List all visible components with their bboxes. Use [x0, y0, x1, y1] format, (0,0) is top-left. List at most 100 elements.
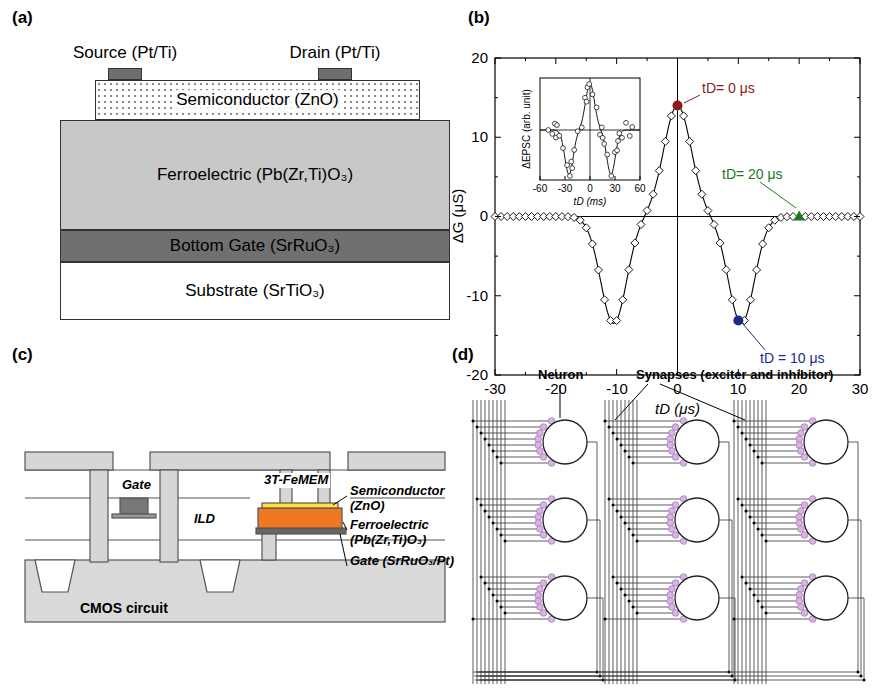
layer-label: Drain (Pt/Ti) [290, 43, 381, 63]
bottom-gate-layer: Bottom Gate (SrRuO₃) [60, 230, 450, 262]
synapse [540, 580, 547, 587]
synapse [669, 586, 676, 593]
chart-label: 20 [471, 49, 488, 66]
synapse [537, 430, 544, 437]
leader-line [333, 496, 347, 566]
layer-label: Substrate (SrTiO₃) [185, 281, 325, 301]
inset-point [584, 99, 589, 104]
drain-electrode: Drain (Pt/Ti) [318, 68, 352, 80]
synapse-wire [501, 607, 537, 608]
tick [799, 58, 800, 64]
tick [854, 216, 860, 217]
synapse-wire [613, 433, 669, 434]
synapse-wire [758, 457, 802, 458]
data-marker [710, 220, 718, 228]
ferroelectric-layer: Ferroelectric (Pb(Zr,Ti)O₃) [60, 120, 450, 230]
junction-dot [500, 462, 503, 465]
tick [857, 256, 860, 257]
synapse-wire [633, 535, 673, 536]
synapse [669, 526, 676, 533]
inset-point [594, 105, 599, 110]
junction-dot [765, 540, 768, 543]
chart-label: tD= 0 μs [702, 80, 755, 96]
bus-line [477, 400, 478, 684]
junction-dot [628, 528, 631, 531]
chart-label: tD (ms) [574, 196, 607, 208]
tick [615, 176, 616, 180]
inset-point [546, 128, 551, 133]
leader-line [343, 522, 347, 530]
synapse-wire [481, 433, 537, 434]
bus-line [485, 400, 486, 684]
junction-dot [504, 540, 507, 543]
synapse [537, 508, 544, 515]
output-wire [478, 598, 735, 680]
inset-point [575, 129, 580, 134]
junction-dot [628, 456, 631, 459]
synapse [798, 526, 805, 533]
chart-label: tD (μs) [655, 400, 700, 417]
bus-line [766, 400, 767, 684]
inset-frame [540, 78, 640, 180]
inset-point [587, 82, 592, 87]
annotation-leader [684, 95, 796, 350]
inset-point [599, 125, 604, 130]
chart-label: -30 [484, 380, 506, 397]
part-label: Semiconductor (ZnO) [350, 484, 460, 514]
tick [647, 58, 648, 61]
synapse-wire [621, 445, 667, 446]
neuron [804, 420, 848, 464]
synapse-wire [485, 439, 535, 440]
synapse-wire [621, 589, 669, 590]
junction-dot [757, 456, 760, 459]
inset-point [569, 159, 574, 164]
inset-point [555, 123, 560, 128]
cmos-cross-section [35, 560, 75, 592]
chart-label: -10 [606, 380, 628, 397]
tick [768, 58, 769, 61]
bus-line [625, 400, 626, 684]
cmos-cross-section [90, 470, 108, 562]
synapse [672, 454, 679, 461]
cmos-cross-section [150, 452, 330, 470]
synapse [540, 454, 547, 461]
output-wire [473, 442, 597, 672]
synapse [798, 508, 805, 515]
synapse-wire [493, 451, 537, 452]
tick [495, 58, 501, 59]
data-marker [643, 207, 651, 215]
synapse-wire [617, 439, 667, 440]
synapse-wire [762, 463, 810, 464]
bus-line [493, 400, 494, 684]
neuron [543, 420, 587, 464]
cmos-cross-section [348, 452, 445, 470]
synapse-wire [637, 541, 681, 542]
tick [859, 58, 860, 64]
inset-point [590, 92, 595, 97]
tick [616, 58, 617, 64]
bus-line [609, 400, 610, 684]
tick [586, 58, 587, 61]
synapse-wire [473, 619, 549, 620]
tick [525, 372, 526, 375]
synapse [667, 442, 674, 449]
synapse-wire [617, 511, 669, 512]
panel-letter: (b) [468, 8, 490, 28]
neuron [804, 576, 848, 620]
chart-label: -20 [545, 380, 567, 397]
cmos-cross-section [112, 514, 156, 518]
junction-dot [733, 420, 736, 423]
synapse-wire [758, 601, 796, 602]
synapse-wire [738, 427, 802, 428]
tick [525, 58, 526, 61]
data-marker [746, 296, 754, 304]
junction-dot [476, 426, 479, 429]
synapse [801, 454, 808, 461]
junction-dot [492, 522, 495, 525]
tick [565, 176, 566, 180]
tick [495, 97, 498, 98]
tick [859, 369, 860, 375]
junction-dot [857, 671, 860, 674]
synapse-wire [605, 421, 681, 422]
synapse-wire [754, 595, 796, 596]
